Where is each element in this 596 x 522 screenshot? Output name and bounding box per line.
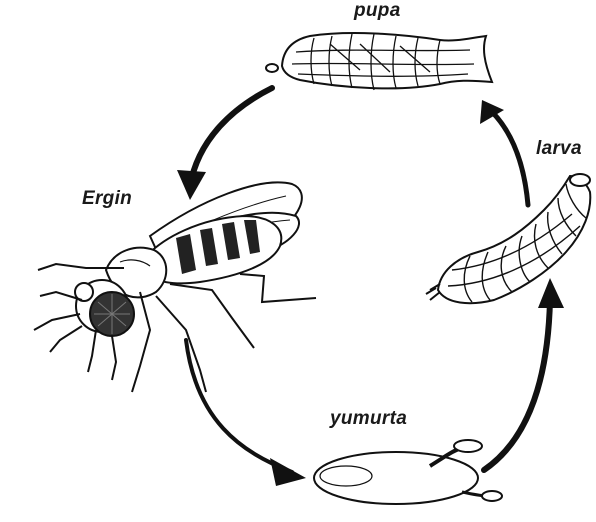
adult-fly-illustration — [34, 182, 316, 392]
label-pupa: pupa — [354, 0, 401, 22]
pupa-illustration — [266, 33, 492, 90]
label-egg: yumurta — [330, 408, 407, 430]
arrow-larva-to-pupa — [480, 100, 528, 205]
arrow-pupa-to-adult — [177, 88, 272, 200]
label-adult: Ergin — [82, 188, 132, 210]
egg-illustration — [314, 440, 502, 504]
label-larva: larva — [536, 138, 582, 160]
larva-illustration — [426, 174, 590, 303]
arrow-adult-to-egg — [186, 340, 306, 486]
arrow-egg-to-larva — [484, 278, 564, 470]
